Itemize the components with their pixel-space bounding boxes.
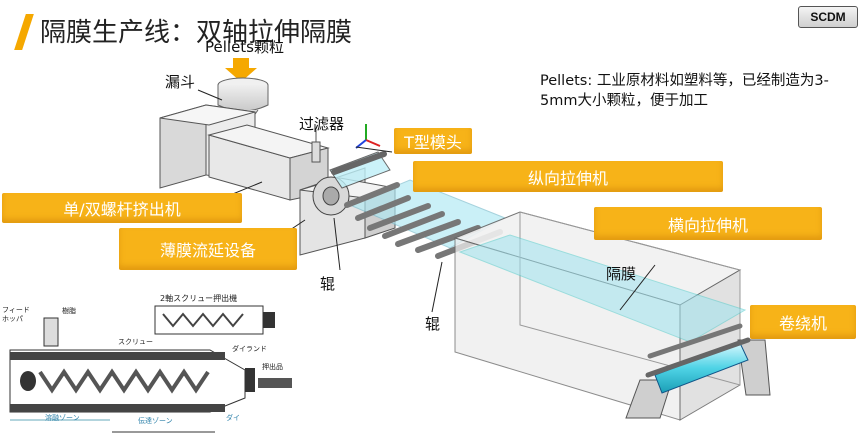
scdm-logo: SCDM <box>798 6 858 28</box>
winder <box>625 323 771 419</box>
tag-t-die: T型模头 <box>394 128 472 154</box>
pellets-label: Pellets颗粒 <box>205 38 284 56</box>
tag-extruder: 单/双螺杆挤出机 <box>2 193 242 223</box>
filter-label: 过滤器 <box>299 115 345 133</box>
inset-die: ダイ <box>226 414 240 422</box>
pellets-note: Pellets: 工业原材料如塑料等，已经制造为3- 5mm大小颗粒，便于加工 <box>540 71 829 111</box>
page-title: 隔膜生产线：双轴拉伸隔膜 <box>40 18 353 48</box>
tag-winder: 卷绕机 <box>750 305 856 339</box>
inset-extrudate: 押出品 <box>262 363 283 371</box>
inset-convey-zone: 伝達ゾーン <box>138 417 173 425</box>
extruder-cross-section-inset <box>9 305 292 433</box>
inset-screw: スクリュー <box>118 338 153 346</box>
tag-td-stretcher: 横向拉伸机 <box>594 207 822 240</box>
roller-label-2: 辊 <box>425 315 441 333</box>
inset-feed-hopper: フィード ホッパ <box>2 306 30 323</box>
inset-resin: 樹脂 <box>62 307 76 315</box>
pellets-note-line-2: 5mm大小颗粒，便于加工 <box>540 93 708 109</box>
hopper-label: 漏斗 <box>165 73 196 91</box>
pellets-note-line-1: Pellets: 工业原材料如塑料等，已经制造为3- <box>540 73 829 89</box>
roller-label-1: 辊 <box>320 275 336 293</box>
tag-casting: 薄膜流延设备 <box>119 228 297 270</box>
inset-dieland: ダイランド <box>232 345 267 353</box>
td-stretcher-oven <box>453 211 747 421</box>
separator-label: 隔膜 <box>606 265 637 283</box>
inset-twin-title: 2軸スクリュー押出機 <box>160 294 238 303</box>
pellets-arrow <box>225 58 257 82</box>
inset-melt-zone: 溶融ゾーン <box>45 414 80 422</box>
tag-md-stretcher: 纵向拉伸机 <box>413 161 723 192</box>
